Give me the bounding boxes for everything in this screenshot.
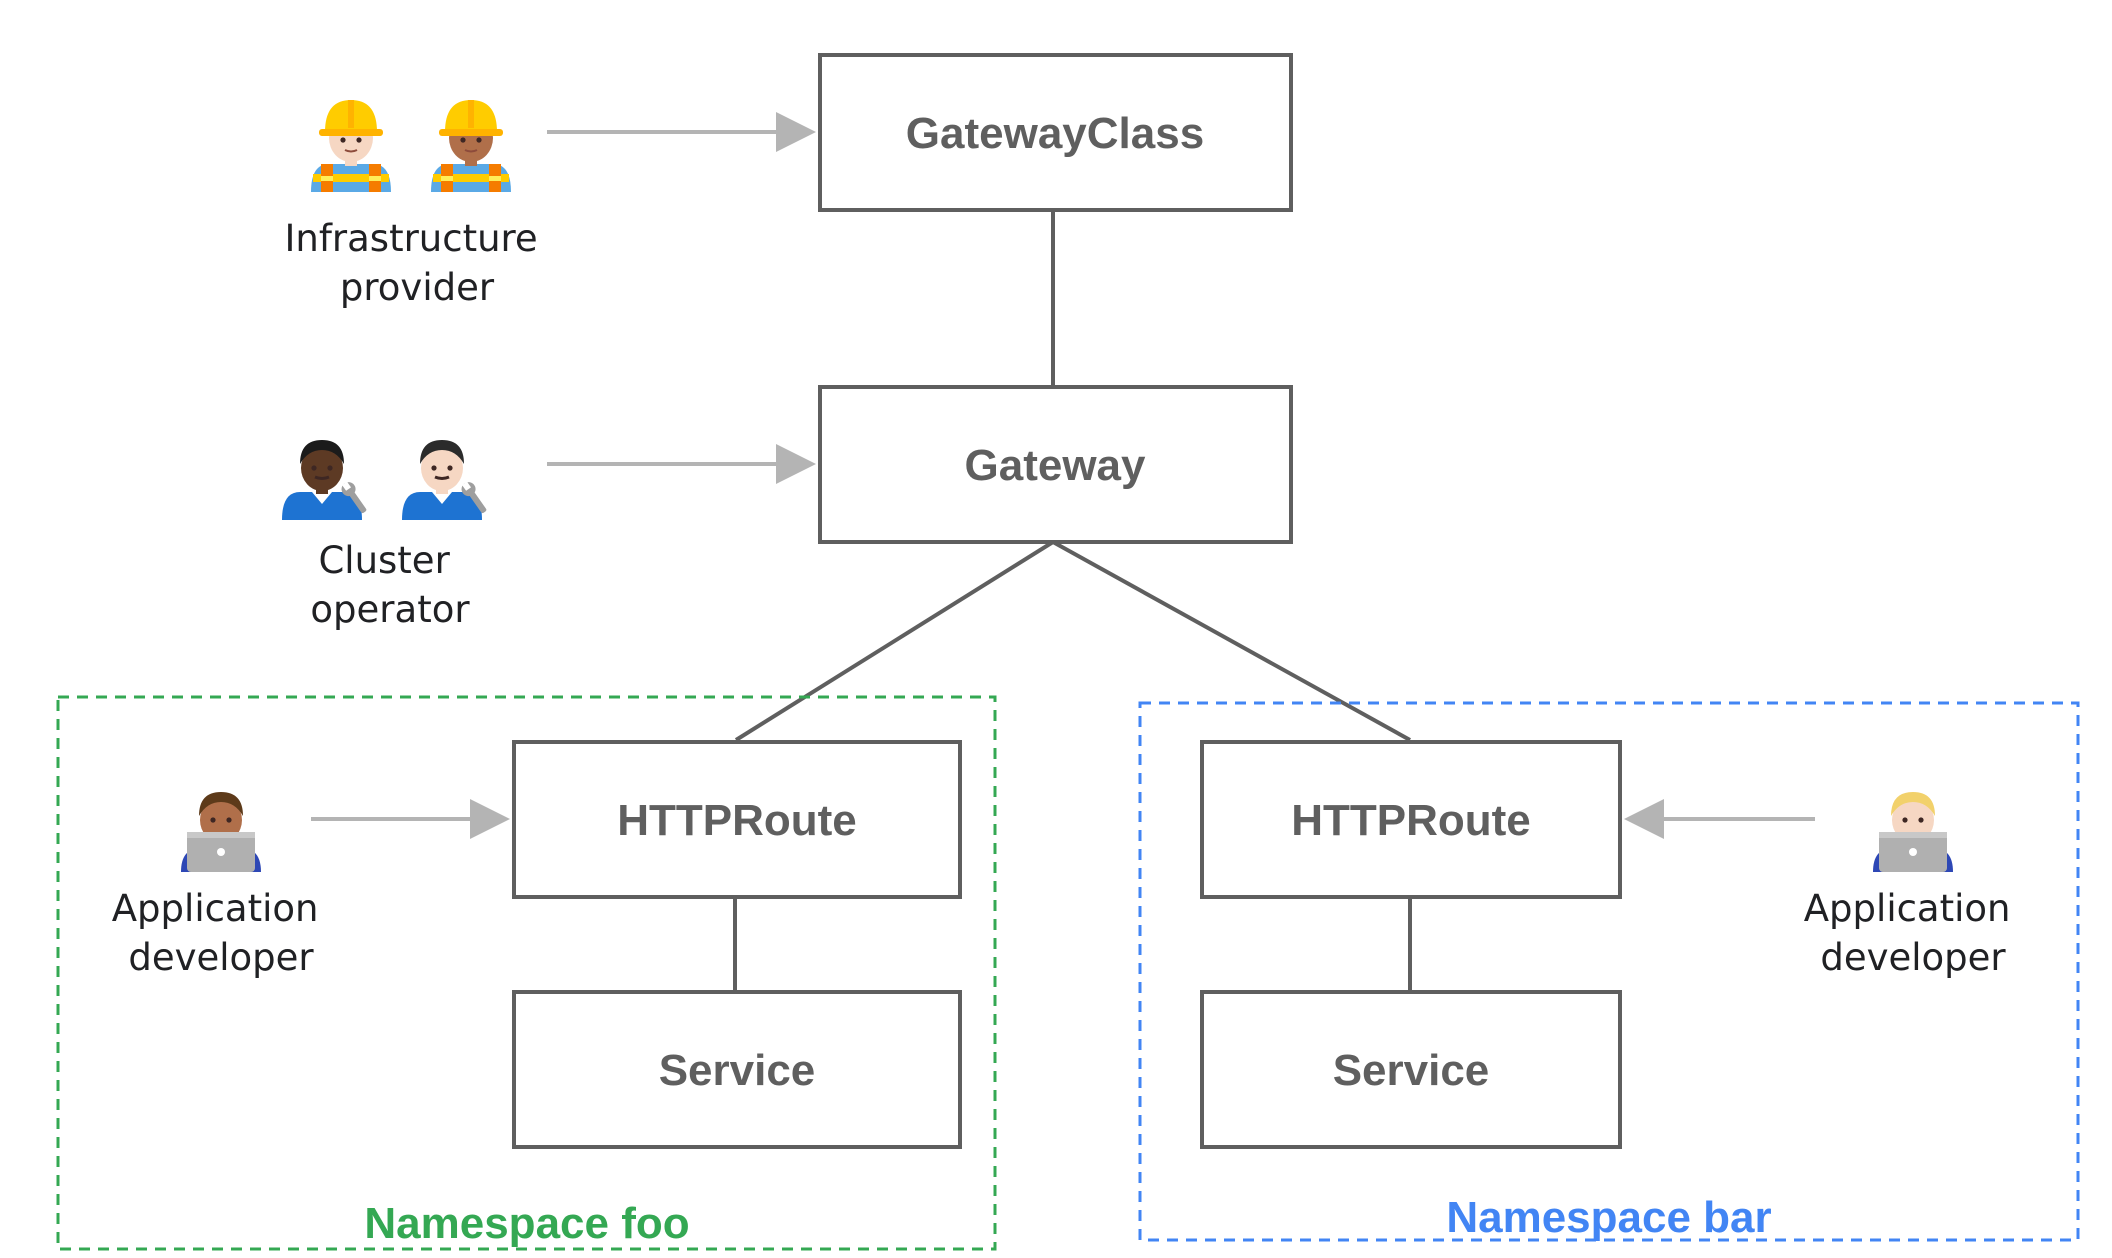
construction-worker-icon — [430, 99, 512, 193]
technologist-icon — [181, 792, 261, 872]
app-developer-bar-role: Application developer — [1804, 792, 2023, 979]
namespace-foo-border — [56, 695, 997, 1251]
infrastructure-provider-label-line1: Infrastructure — [285, 217, 538, 260]
construction-worker-icon — [310, 99, 392, 193]
app-developer-foo-label-line2: developer — [128, 936, 314, 979]
httproute-bar-label: HTTPRoute — [1291, 796, 1531, 845]
service-bar-label: Service — [1333, 1046, 1490, 1095]
httproute-foo-node: HTTPRoute — [512, 740, 962, 899]
infrastructure-provider-role: Infrastructure provider — [285, 99, 550, 309]
technologist-icon — [1873, 792, 1953, 872]
namespace-bar-label: Namespace bar — [1446, 1193, 1771, 1242]
gateway-label: Gateway — [965, 441, 1147, 490]
service-foo-label: Service — [659, 1046, 816, 1095]
cluster-operator-role: Cluster operator — [280, 438, 492, 631]
infrastructure-provider-label: Infrastructure provider — [285, 217, 550, 309]
infrastructure-provider-label-line2: provider — [340, 266, 495, 309]
app-developer-bar-label: Application developer — [1804, 887, 2023, 979]
gatewayclass-node: GatewayClass — [818, 53, 1293, 212]
cluster-operator-label-line2: operator — [310, 588, 470, 631]
connector-gateway-httproute-bar — [1052, 540, 1411, 742]
httproute-bar-node: HTTPRoute — [1200, 740, 1622, 899]
app-developer-bar-label-line2: developer — [1820, 936, 2006, 979]
role-arrows — [311, 112, 1815, 839]
namespace-foo-region: Namespace foo — [56, 695, 997, 1251]
app-developer-bar-label-line1: Application — [1804, 887, 2011, 930]
cluster-operator-label-line1: Cluster — [318, 539, 450, 582]
mechanic-icon — [280, 438, 372, 522]
gateway-node: Gateway — [818, 385, 1293, 544]
mechanic-icon — [400, 438, 492, 522]
service-foo-node: Service — [512, 990, 962, 1149]
connector-gateway-httproute-foo — [734, 540, 1055, 742]
service-bar-node: Service — [1200, 990, 1622, 1149]
gatewayclass-label: GatewayClass — [906, 109, 1204, 158]
namespace-bar-border — [1138, 701, 2080, 1242]
cluster-operator-label: Cluster operator — [310, 539, 470, 631]
namespace-bar-region: Namespace bar — [1138, 701, 2080, 1242]
namespace-foo-label: Namespace foo — [364, 1199, 689, 1248]
app-developer-foo-label-line1: Application — [112, 887, 319, 930]
app-developer-foo-label: Application developer — [112, 887, 331, 979]
app-developer-foo-role: Application developer — [112, 792, 331, 979]
connector-lines — [733, 210, 1412, 990]
httproute-foo-label: HTTPRoute — [617, 796, 857, 845]
